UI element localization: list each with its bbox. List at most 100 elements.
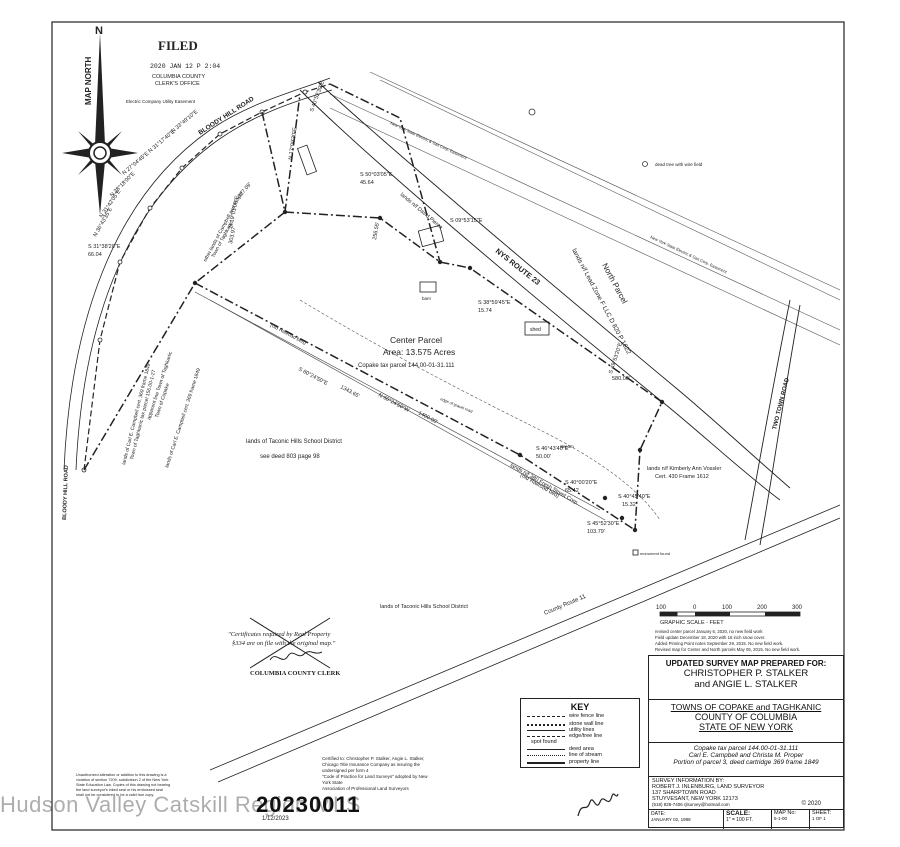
barn-outline xyxy=(419,281,437,293)
sheet-value: 1 OF 1 xyxy=(812,816,826,821)
title-heading-2: CHRISTOPHER P. STALKER xyxy=(683,668,809,679)
edge-gravel-label: edge of gravel road xyxy=(440,396,474,414)
legend-swatch xyxy=(527,755,565,756)
distance-label: 65.42 xyxy=(565,488,579,494)
title-block: UPDATED SURVEY MAP PREPARED FOR: CHRISTO… xyxy=(648,655,844,829)
legend-item: property line xyxy=(569,759,600,765)
taconic-deed: see deed 803 page 98 xyxy=(260,454,320,460)
legend-key: KEY wire fence line stone wall line util… xyxy=(520,698,640,768)
stream-label: stream xyxy=(560,444,574,449)
shed-outline xyxy=(524,321,550,336)
bearing-label: N 60°24'50"W xyxy=(377,392,411,414)
stream-line xyxy=(299,299,661,521)
certified-line: Certified to: Christopher P. Stalker, An… xyxy=(322,756,424,761)
title-owners: Carl E. Campbell and Christa M. Proper xyxy=(688,752,804,759)
north-arrow-icon xyxy=(62,33,138,215)
revision-note: Revised map for Center and North parcels… xyxy=(655,647,800,652)
title-heading-1: UPDATED SURVEY MAP PREPARED FOR: xyxy=(665,659,827,668)
county-route-label: County Route 11 xyxy=(543,594,587,617)
bloody-hill-road-bottom-label: BLOODY HILL ROAD xyxy=(62,465,70,520)
title-heading: UPDATED SURVEY MAP PREPARED FOR: CHRISTO… xyxy=(649,656,843,699)
old-railroad-bed xyxy=(194,291,606,521)
scale-caption: GRAPHIC SCALE - FEET xyxy=(660,620,724,626)
scale-tick: 300 xyxy=(792,605,803,611)
bearing-label: N 33°49'10"E xyxy=(170,109,199,135)
title-state: STATE OF NEW YORK xyxy=(698,722,793,732)
certificate-line1: "Certificates required by Real Property xyxy=(228,631,330,638)
graphic-scale: 100 0 100 200 300 GRAPHIC SCALE - FEET xyxy=(656,605,803,626)
distance-label: 66.04 xyxy=(88,252,102,258)
title-location: TOWNS OF COPAKE and TAGHKANIC COUNTY OF … xyxy=(649,699,843,742)
legend-item: stone wall line xyxy=(569,721,604,727)
two-town-road-label: TWO TOWN ROAD xyxy=(772,377,791,431)
surveyor-name: ROBERT J. INLENBURG, LAND SURVEYOR xyxy=(652,784,765,790)
taconic-lands-2: lands of Taconic Hills School District xyxy=(380,604,468,610)
center-parcel-name: Center Parcel xyxy=(390,335,442,345)
certificate-line2: §334 are on file with the original map." xyxy=(232,640,336,647)
barn-label: barn xyxy=(422,296,432,301)
legend-item: line of stream xyxy=(569,752,603,758)
monument-label: monument found xyxy=(640,551,670,556)
filed-stamp-office2: CLERK'S OFFICE xyxy=(155,81,200,87)
bloody-hill-road xyxy=(63,77,333,471)
old-railroad-label: (old Railroad bed) xyxy=(269,322,307,346)
distance-label: 45.64 xyxy=(360,180,374,186)
certified-line: Chicago Title Insurance Company as insur… xyxy=(322,762,421,767)
revision-note: Added Pinning Point notes September 29, … xyxy=(655,641,783,646)
nys-route-23 xyxy=(299,81,791,501)
house-outline xyxy=(417,224,445,248)
scale-tick: 100 xyxy=(722,605,733,611)
county-route-11 xyxy=(209,504,841,783)
nys-route-label: NYS ROUTE 23 xyxy=(494,246,542,286)
legend-title: KEY xyxy=(570,702,590,712)
certified-to-notes: Certified to: Christopher P. Stalker, An… xyxy=(322,756,428,791)
map-border xyxy=(51,21,845,831)
surveyor-address-1: 137 SHARPTOWN ROAD xyxy=(652,790,716,796)
distance-label: 50.00' xyxy=(536,454,551,460)
notice-line: violation of section 7209, subdivision 2… xyxy=(76,778,169,782)
taconic-lands-1: lands of Taconic Hills School District xyxy=(246,439,342,445)
scale-tick: 100 xyxy=(656,605,667,611)
legend-item: utility lines xyxy=(569,727,595,733)
notice-line: Unauthorized alteration or addition to t… xyxy=(76,773,167,777)
north-label: N xyxy=(95,25,103,37)
nyseg-easement-2: New York State Electric & Gas Corp. Ease… xyxy=(650,234,729,274)
map-number-cell: MAP No: 5-1-00 xyxy=(771,810,796,829)
certified-line: York State xyxy=(322,780,343,785)
center-parcel-area: Area: 13.575 Acres xyxy=(383,347,455,357)
bearing-label: S 09°53'15"E xyxy=(450,218,483,224)
document-stamp-date: 1/12/2023 xyxy=(262,816,289,822)
legend-swatch xyxy=(527,730,565,731)
date-cell: DATE: JANUARY 02, 1998 xyxy=(651,811,691,822)
bearing-label: S 60°24'50"E xyxy=(297,366,329,387)
revision-note: revised center parcel January 6, 2020, n… xyxy=(655,629,763,634)
certified-line: Association of Professional Land Surveyo… xyxy=(322,786,410,791)
distance-label: 103.79' xyxy=(587,529,605,535)
date-label: DATE: xyxy=(651,811,666,817)
center-parcel-tax: Copake tax parcel 144.00-01-31.111 xyxy=(358,363,455,369)
electric-easement-label: Electric Company Utility Easement xyxy=(126,99,196,104)
bearing-label: S 45°52'30"E xyxy=(587,521,620,527)
distance-label: 303.97' xyxy=(228,226,238,245)
surveyor-address-2: STUYVESANT, NEW YORK 12173 xyxy=(652,796,738,802)
scale-label: SCALE: xyxy=(726,810,751,817)
notice-line: shall not be considered to be a valid tr… xyxy=(76,793,154,797)
legend-swatch xyxy=(527,716,565,717)
distance-label: 580.00' xyxy=(612,376,630,382)
title-portion: Portion of parcel 3, deed cartridge 369 … xyxy=(673,759,819,766)
shed-label: shed xyxy=(530,327,541,333)
title-towns: TOWNS OF COPAKE and TAGHKANIC xyxy=(670,702,822,712)
title-surveyor-info: SURVEY INFORMATION BY: ROBERT J. INLENBU… xyxy=(649,776,843,809)
alteration-notice: Unauthorized alteration or addition to t… xyxy=(76,773,170,797)
bearing-label: S 40°00'20"E xyxy=(565,480,598,486)
legend-swatch xyxy=(527,724,565,726)
map-number-value: 5-1-00 xyxy=(774,816,788,821)
legend-item: deed area xyxy=(569,746,594,752)
title-county: COUNTY OF COLUMBIA xyxy=(694,712,798,722)
filed-stamp-date: 2020 JAN 12 P 2:04 xyxy=(150,63,220,70)
outbuilding xyxy=(297,144,317,176)
surveyor-signature-icon xyxy=(577,793,619,817)
date-value: JANUARY 02, 1998 xyxy=(651,817,691,822)
map-number-label: MAP No: xyxy=(774,810,796,816)
two-town-road xyxy=(744,299,801,546)
